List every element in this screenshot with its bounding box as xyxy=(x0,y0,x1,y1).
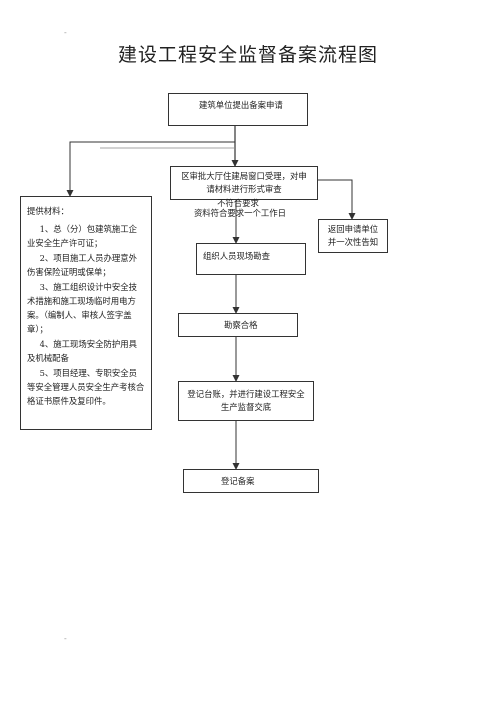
materials-item-4: 4、施工现场安全防护用具及机械配备 xyxy=(27,339,138,363)
materials-box: 提供材料： 1、总（分）包建筑施工企业安全生产许可证； 2、项目施工人员办理意外… xyxy=(20,196,152,430)
step-file-text: 登记备案 xyxy=(221,476,255,486)
step-file-box: 登记备案 xyxy=(183,469,319,493)
materials-item-1: 1、总（分）包建筑施工企业安全生产许可证； xyxy=(27,224,138,248)
materials-item-2: 2、项目施工人员办理意外伤害保险证明或保单； xyxy=(27,253,138,277)
step-organize-box: 组织人员现场勘查 xyxy=(196,243,306,275)
step-survey-text: 勘察合格 xyxy=(224,320,258,330)
materials-item-5: 5、项目经理、专职安全员等安全管理人员安全生产考核合格证书原件及复印件。 xyxy=(27,368,145,406)
page-title: 建设工程安全监督备案流程图 xyxy=(117,44,378,66)
step-register-box: 登记台账，并进行建设工程安全生产监督交底 xyxy=(178,381,314,421)
comply-label: 资料符合要求一个工作日 xyxy=(193,208,287,218)
step-return-box: 返回申请单位并一次性告知 xyxy=(318,219,388,253)
step-review-box: 区审批大厅住建局窗口受理，对申请材料进行形式审查 xyxy=(170,166,318,200)
arrow-review-to-return xyxy=(318,179,356,220)
materials-title: 提供材料： xyxy=(27,206,69,216)
materials-item-3: 3、施工组织设计中安全技术措施和施工现场临时用电方案。（编制人、审核人签字盖章）… xyxy=(27,282,138,334)
step-apply-box: 建筑单位提出备案申请 xyxy=(168,93,308,126)
step-register-text: 登记台账，并进行建设工程安全生产监督交底 xyxy=(187,389,305,412)
step-survey-box: 勘察合格 xyxy=(178,313,298,337)
line-apply-to-materials xyxy=(66,141,235,197)
step-return-text: 返回申请单位并一次性告知 xyxy=(327,224,379,247)
step-organize-text: 组织人员现场勘查 xyxy=(203,251,270,261)
not-comply-label: 不符合要求 xyxy=(217,198,259,208)
step-review-text: 区审批大厅住建局窗口受理，对申请材料进行形式审查 xyxy=(181,171,307,194)
corner-mark-top: - xyxy=(64,28,67,37)
step-apply-text: 建筑单位提出备案申请 xyxy=(199,100,283,110)
corner-mark-bottom: - xyxy=(64,634,67,643)
